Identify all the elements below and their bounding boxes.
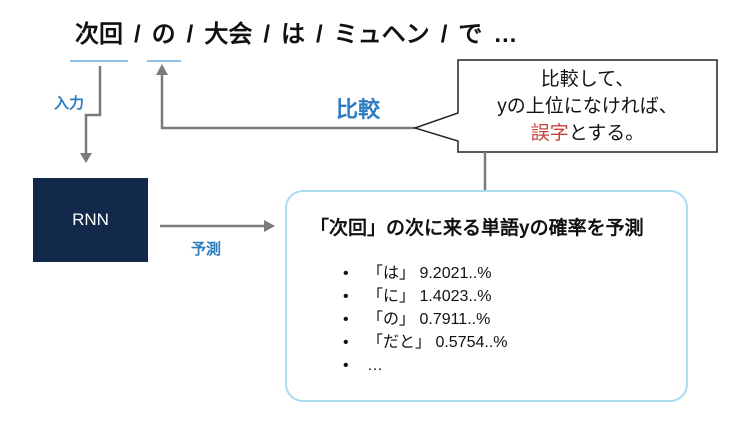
predict-arrowhead xyxy=(264,220,275,232)
bullet-icon: • xyxy=(343,288,349,305)
callout-bubble xyxy=(412,59,718,153)
list-item: • 「だと」 0.5754..% xyxy=(343,331,508,354)
token-text: の xyxy=(151,21,176,48)
bullet-icon: • xyxy=(343,265,349,282)
callout-line: yの上位になければ、 xyxy=(497,96,678,117)
rnn-block: RNN xyxy=(33,178,148,262)
token-sentence: 次回 / の / 大会 / は / ミュヘン / で … xyxy=(70,20,518,62)
compare-arrow xyxy=(160,74,415,130)
token: は xyxy=(281,20,305,50)
token: 大会 xyxy=(204,20,252,50)
bullet-icon: • xyxy=(343,311,349,328)
sentence-ellipsis: … xyxy=(493,21,518,48)
input-label: 入力 xyxy=(54,95,85,112)
callout-line: 比較して、 xyxy=(540,69,635,90)
prediction-list: • 「は」 9.2021..% • 「に」 1.4023..% • 「の」 0.… xyxy=(343,262,508,377)
predict-label: 予測 xyxy=(191,241,222,258)
compare-arrowhead xyxy=(156,64,168,75)
token-text: 大会 xyxy=(204,21,253,48)
token-underline xyxy=(146,60,181,62)
bullet-icon: • xyxy=(343,357,349,374)
callout-line-rest: とする。 xyxy=(568,123,645,144)
list-item: • 「の」 0.7911..% xyxy=(343,308,508,331)
bullet-icon: • xyxy=(343,334,349,351)
token: で xyxy=(458,20,482,50)
rnn-label: RNN xyxy=(72,210,109,229)
list-item: • … xyxy=(343,354,508,377)
list-item: • 「に」 1.4023..% xyxy=(343,285,508,308)
token-separator: / xyxy=(440,21,448,48)
token-text: ミュヘン xyxy=(333,21,430,48)
callout-line: 誤字とする。 xyxy=(458,120,717,147)
list-item-text: 「に」 1.4023..% xyxy=(367,288,492,305)
token-separator: / xyxy=(186,21,194,48)
token-text: で xyxy=(458,21,483,48)
callout-highlight: 誤字 xyxy=(530,123,569,144)
compare-label: 比較 xyxy=(336,97,381,122)
token: の xyxy=(146,20,181,62)
list-item-text: … xyxy=(367,357,383,374)
token: 次回 xyxy=(70,20,128,62)
prediction-box: 「次回」の次に来る単語yの確率を予測 • 「は」 9.2021..% • 「に」… xyxy=(285,190,688,402)
token: ミュヘン xyxy=(334,20,430,50)
list-item-text: 「の」 0.7911..% xyxy=(367,311,491,328)
token-separator: / xyxy=(263,21,271,48)
token-text: は xyxy=(281,21,306,48)
list-item-text: 「は」 9.2021..% xyxy=(367,265,492,282)
token-underline xyxy=(70,60,128,62)
input-arrow xyxy=(84,66,102,154)
callout-text: 比較して、 yの上位になければ、 誤字とする。 xyxy=(458,66,717,147)
input-arrowhead xyxy=(80,153,92,163)
prediction-title: 「次回」の次に来る単語yの確率を予測 xyxy=(310,218,644,239)
token-separator: / xyxy=(134,21,141,48)
token-separator: / xyxy=(316,21,323,48)
token-text: 次回 xyxy=(75,21,123,48)
list-item-text: 「だと」 0.5754..% xyxy=(367,334,508,351)
list-item: • 「は」 9.2021..% xyxy=(343,262,508,285)
